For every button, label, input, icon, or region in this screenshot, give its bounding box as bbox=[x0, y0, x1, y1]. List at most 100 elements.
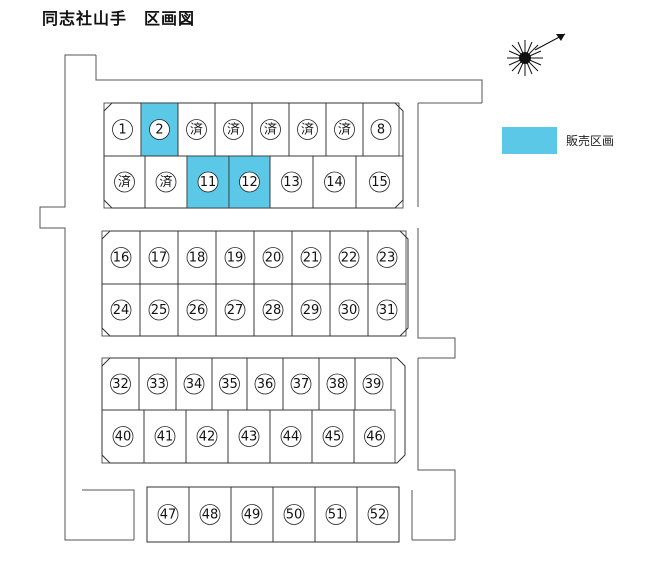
compass-rose-icon bbox=[507, 33, 566, 76]
legend-swatch bbox=[502, 127, 557, 154]
lot-32[interactable]: 32 bbox=[101, 357, 140, 411]
lot-1[interactable]: 1 bbox=[103, 102, 142, 157]
lot-36[interactable]: 36 bbox=[246, 357, 284, 411]
lot-number-circle bbox=[155, 171, 177, 193]
lot-label: 16 bbox=[113, 251, 130, 266]
lot-15[interactable]: 15 bbox=[355, 155, 404, 209]
lot-47[interactable]: 47 bbox=[146, 486, 190, 543]
lot-23[interactable]: 23 bbox=[367, 230, 407, 285]
lot-label: 17 bbox=[151, 251, 168, 266]
lot-38[interactable]: 38 bbox=[318, 357, 356, 411]
lot-number-circle bbox=[197, 171, 219, 193]
lot-29[interactable]: 29 bbox=[291, 283, 331, 337]
lot-19[interactable]: 19 bbox=[215, 230, 255, 285]
lot-number-circle bbox=[238, 426, 260, 447]
lot-28[interactable]: 28 bbox=[253, 283, 293, 337]
lot-number-circle bbox=[224, 299, 246, 321]
lot-52[interactable]: 52 bbox=[356, 486, 400, 543]
lot-37[interactable]: 37 bbox=[282, 357, 320, 411]
lot-plot bbox=[367, 283, 407, 337]
lot-21[interactable]: 21 bbox=[291, 230, 331, 285]
lot-8[interactable]: 8 bbox=[362, 102, 400, 157]
lot-label: 43 bbox=[241, 430, 258, 445]
lot-label: 1 bbox=[118, 123, 126, 138]
lot-12[interactable]: 12 bbox=[228, 155, 271, 209]
lot-number-circle bbox=[148, 299, 170, 321]
lot-13[interactable]: 13 bbox=[269, 155, 314, 209]
lot-6[interactable]: 済 bbox=[288, 102, 327, 157]
lot-number-circle bbox=[369, 171, 390, 193]
lot-number-circle bbox=[224, 247, 246, 268]
lot-number-circle bbox=[260, 119, 281, 140]
lot-label: 済 bbox=[118, 174, 131, 190]
lot-26[interactable]: 26 bbox=[177, 283, 217, 337]
lot-33[interactable]: 33 bbox=[138, 357, 177, 411]
lot-number-circle bbox=[112, 119, 133, 140]
lot-51[interactable]: 51 bbox=[314, 486, 358, 543]
lot-label: 36 bbox=[257, 377, 274, 392]
lot-label: 34 bbox=[186, 377, 203, 392]
lot-22[interactable]: 22 bbox=[329, 230, 369, 285]
lot-label: 済 bbox=[338, 122, 351, 138]
lot-number-circle bbox=[157, 504, 179, 525]
lot-label: 32 bbox=[112, 377, 129, 392]
lot-number-circle bbox=[239, 171, 260, 193]
lot-27[interactable]: 27 bbox=[215, 283, 255, 337]
lot-35[interactable]: 35 bbox=[211, 357, 248, 411]
lot-label: 18 bbox=[189, 251, 206, 266]
lot-17[interactable]: 17 bbox=[139, 230, 179, 285]
lot-18[interactable]: 18 bbox=[177, 230, 217, 285]
lot-number-circle bbox=[322, 426, 344, 447]
lot-number-circle bbox=[283, 504, 305, 525]
lot-20[interactable]: 20 bbox=[253, 230, 293, 285]
lot-7[interactable]: 済 bbox=[325, 102, 364, 157]
lot-plot bbox=[355, 155, 404, 209]
lot-3[interactable]: 済 bbox=[177, 102, 216, 157]
lot-number-circle bbox=[199, 504, 221, 525]
lot-46[interactable]: 46 bbox=[353, 409, 396, 464]
lot-number-circle bbox=[297, 119, 318, 140]
lot-34[interactable]: 34 bbox=[175, 357, 213, 411]
lot-number-circle bbox=[186, 299, 208, 321]
lot-label: 39 bbox=[365, 377, 382, 392]
lot-41[interactable]: 41 bbox=[143, 409, 187, 464]
lot-4[interactable]: 済 bbox=[214, 102, 253, 157]
lot-31[interactable]: 31 bbox=[367, 283, 407, 337]
lot-number-circle bbox=[219, 373, 240, 395]
lot-48[interactable]: 48 bbox=[188, 486, 232, 543]
lot-24[interactable]: 24 bbox=[101, 283, 141, 337]
lot-40[interactable]: 40 bbox=[101, 409, 145, 464]
lot-5[interactable]: 済 bbox=[251, 102, 290, 157]
lot-25[interactable]: 25 bbox=[139, 283, 179, 337]
lot-45[interactable]: 45 bbox=[311, 409, 355, 464]
lot-42[interactable]: 42 bbox=[185, 409, 229, 464]
lot-number-circle bbox=[186, 119, 207, 140]
lot-label: 46 bbox=[366, 430, 383, 445]
lot-number-circle bbox=[148, 247, 170, 268]
lot-label: 49 bbox=[244, 508, 261, 523]
lot-label: 14 bbox=[326, 175, 343, 190]
lot-44[interactable]: 44 bbox=[269, 409, 313, 464]
lot-14[interactable]: 14 bbox=[312, 155, 357, 209]
lot-50[interactable]: 50 bbox=[272, 486, 316, 543]
lot-16[interactable]: 16 bbox=[101, 230, 141, 285]
lot-9[interactable]: 済 bbox=[103, 155, 146, 209]
lot-2[interactable]: 2 bbox=[140, 102, 179, 157]
lot-30[interactable]: 30 bbox=[329, 283, 369, 337]
lot-number-circle bbox=[338, 247, 360, 268]
lot-label: 済 bbox=[301, 122, 314, 138]
lot-label: 30 bbox=[341, 303, 358, 318]
lot-label: 12 bbox=[241, 175, 258, 190]
lot-number-circle bbox=[114, 171, 135, 193]
lot-number-circle bbox=[376, 299, 398, 321]
lot-label: 29 bbox=[303, 303, 320, 318]
lot-number-circle bbox=[147, 373, 168, 395]
lot-10[interactable]: 済 bbox=[144, 155, 188, 209]
lot-43[interactable]: 43 bbox=[227, 409, 271, 464]
lot-39[interactable]: 39 bbox=[354, 357, 392, 411]
lot-plot bbox=[186, 155, 230, 209]
lot-label: 15 bbox=[371, 175, 388, 190]
lot-11[interactable]: 11 bbox=[186, 155, 230, 209]
lot-number-circle bbox=[364, 426, 385, 447]
lot-49[interactable]: 49 bbox=[230, 486, 274, 543]
